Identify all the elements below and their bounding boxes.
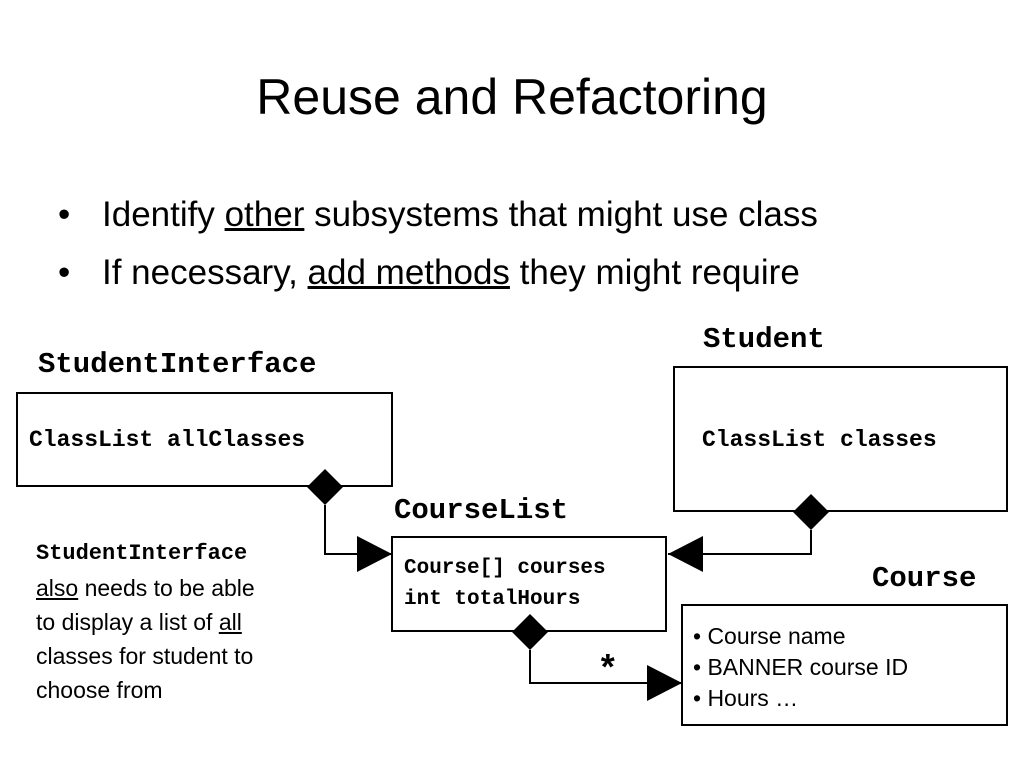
course-list-field: int totalHours [404,588,581,611]
note-class-reference: StudentInterface [36,541,248,566]
student-class-name: Student [703,323,825,356]
arrowhead [647,665,682,701]
bullet-text: Identify [102,195,225,234]
bullet-text: subsystems that might use class [304,195,818,234]
bullet-item: • Identify other subsystems that might us… [58,186,818,244]
note-emphasis: all [218,609,242,635]
connector-courselist-course [512,614,682,701]
course-list-box: Course[] courses int totalHours [391,536,667,632]
course-list-class-name: CourseList [394,494,569,527]
student-interface-field: ClassList allClasses [29,427,306,453]
bullet-text: If necessary, [102,253,308,292]
slide-title: Reuse and Refactoring [256,69,768,125]
note-line: choose from [36,677,163,703]
student-interface-box: ClassList allClasses [16,392,393,487]
diagram-note: StudentInterface also needs to be able t… [36,537,255,707]
note-text: needs to be able [78,575,255,601]
note-emphasis: also [36,575,79,601]
bullet-list: • Identify other subsystems that might us… [58,186,818,302]
student-field: ClassList classes [702,427,937,453]
association-line [668,530,812,555]
note-line: to display a list of all [36,605,255,639]
student-box: ClassList classes [673,366,1008,512]
connector-studentinterface-courselist [307,469,392,572]
multiplicity-label: * [597,650,619,691]
note-text: to display a list of [36,609,219,635]
bullet-emphasis: add methods [307,253,510,292]
course-class-name: Course [872,562,977,595]
course-attribute: • BANNER course ID [693,654,909,680]
course-list-field: Course[] courses [404,557,606,580]
note-line: classes for student to [36,643,254,669]
bullet-marker: • [58,253,71,292]
note-line: also needs to be able [36,571,255,605]
course-box: • Course name • BANNER course ID • Hours… [681,604,1008,726]
aggregation-diamond [307,469,343,505]
course-attribute: • Course name [693,623,846,649]
bullet-text: they might require [509,253,800,292]
bullet-emphasis: other [224,195,305,234]
connector-student-courselist [668,494,829,572]
course-attribute: • Hours … [693,685,799,711]
arrowhead [668,536,703,572]
bullet-item: • If necessary, add methods they might re… [58,244,818,302]
bullet-marker: • [58,195,71,234]
aggregation-diamond [793,494,829,530]
course-attribute-list: • Course name • BANNER course ID • Hours… [693,621,908,714]
arrowhead [357,536,392,572]
aggregation-diamond [512,614,548,650]
student-interface-class-name: StudentInterface [38,348,317,381]
association-line [529,650,682,684]
